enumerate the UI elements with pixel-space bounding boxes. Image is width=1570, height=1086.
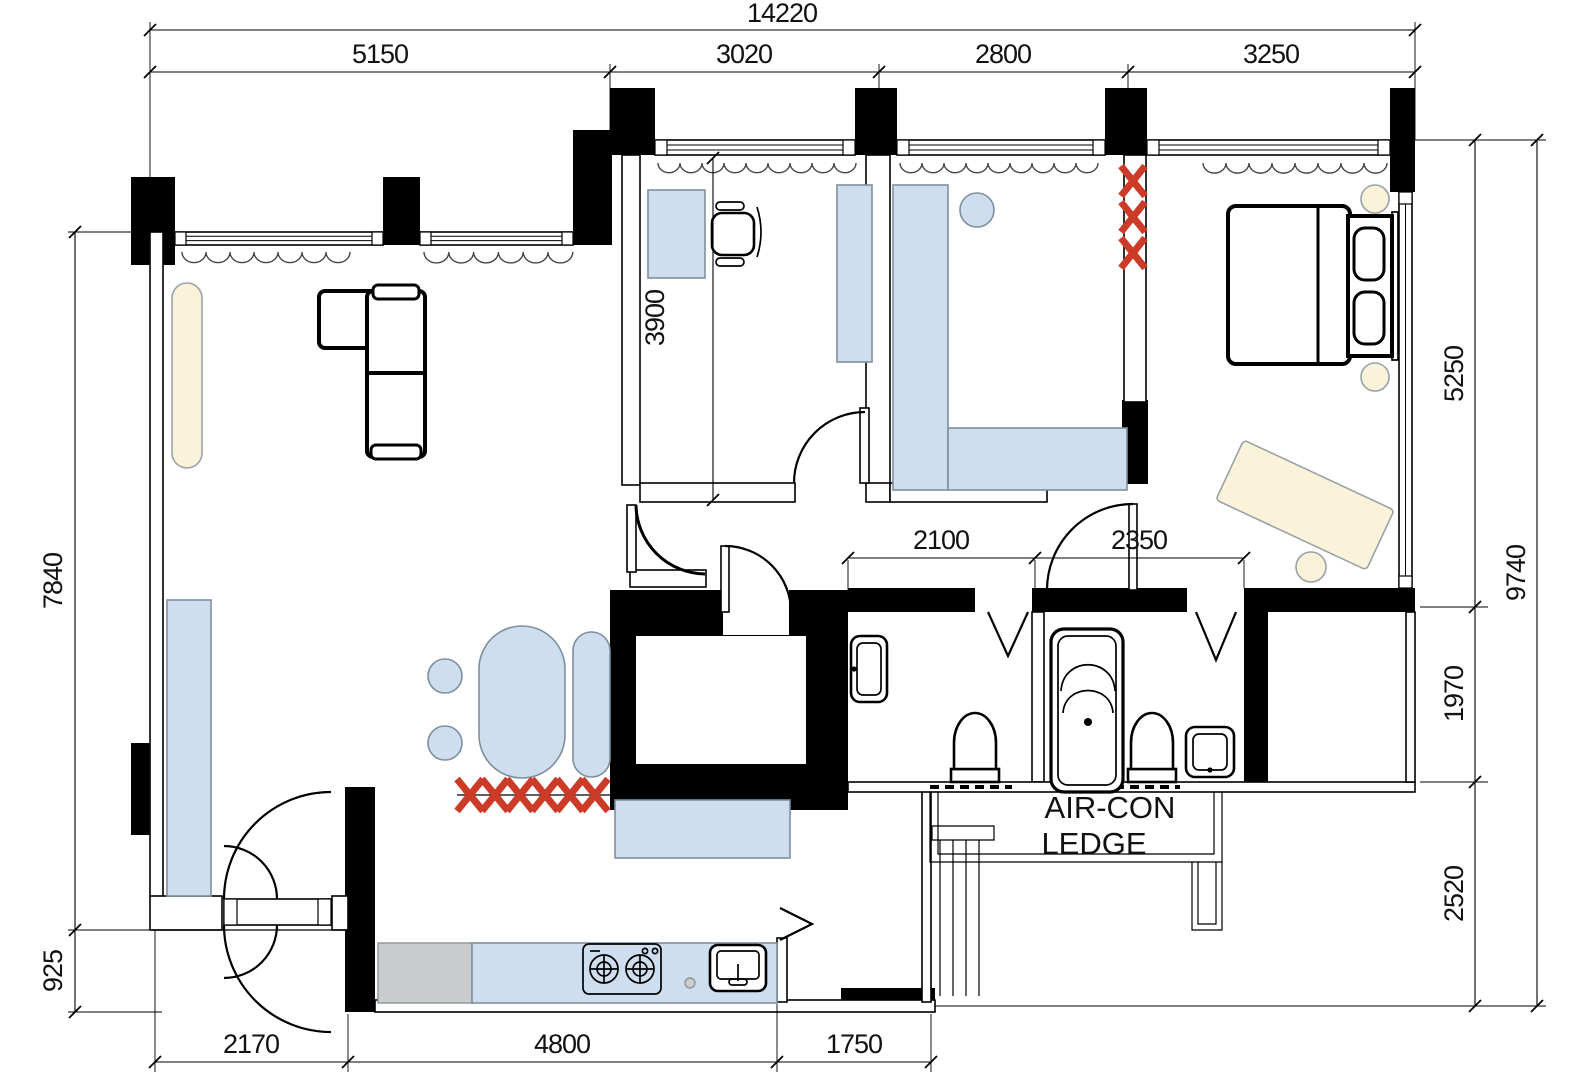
- curtain-icon: [423, 251, 574, 264]
- dim-bottom-left: 2170: [223, 1029, 279, 1059]
- window-study: [654, 139, 856, 156]
- furniture: [166, 184, 1399, 1004]
- dim-right-bedroom: 5250: [1439, 346, 1469, 402]
- toilet-icon: [949, 711, 1001, 784]
- partition-walls: [149, 154, 1416, 1013]
- dining-table: [478, 625, 566, 779]
- dim-right-total: 9740: [1501, 545, 1531, 601]
- fridge: [377, 942, 473, 1004]
- kitchen-sink-icon: [708, 943, 768, 993]
- dim-seg3: 2800: [975, 39, 1031, 69]
- double-bed-icon: [1226, 204, 1399, 366]
- bathtub-icon: [1049, 627, 1125, 794]
- window-living-2: [419, 231, 574, 246]
- window-master: [1146, 139, 1391, 156]
- dining-bench: [572, 631, 611, 778]
- wardrobe: [836, 184, 873, 363]
- dining-chair: [427, 725, 463, 761]
- ladder-bracket: [931, 825, 995, 841]
- toilet-icon: [1126, 711, 1178, 784]
- structural-walls: [131, 88, 1415, 1012]
- gas-stove-icon: [582, 943, 662, 995]
- rug: [1216, 440, 1394, 570]
- bathroom1-bifold-door: [986, 611, 1030, 659]
- entrance-door: [222, 790, 332, 1034]
- doors: [222, 407, 1238, 1034]
- curtain-icon: [1202, 162, 1388, 174]
- wash-basin-icon: [849, 634, 889, 704]
- window-master-east: [1398, 191, 1413, 589]
- wardrobe: [892, 184, 949, 491]
- aircon-ledge-label-line2: LEDGE: [1041, 826, 1146, 861]
- study-room: [647, 184, 873, 363]
- wardrobe: [947, 427, 1128, 491]
- dim-total-width: 14220: [747, 0, 817, 28]
- curtain-icon: [657, 162, 857, 174]
- master-door: [1045, 502, 1138, 591]
- wash-basin-icon: [1184, 725, 1236, 779]
- window-living-1: [174, 231, 384, 246]
- kitchen-counter: [614, 799, 791, 859]
- shelter-door: [720, 544, 793, 613]
- dim-seg1: 5150: [352, 39, 408, 69]
- study-door: [792, 407, 870, 484]
- stool: [959, 192, 995, 228]
- aircon-ledge: [929, 792, 1223, 996]
- desk: [647, 189, 706, 279]
- dim-bottom-right: 1750: [826, 1029, 882, 1059]
- sofa-icon: [317, 283, 427, 461]
- dim-right-ledge: 2520: [1439, 866, 1469, 922]
- demolition-marks: [454, 163, 1148, 814]
- bathroom2: [1049, 627, 1236, 794]
- dim-bottom-mid: 4800: [534, 1029, 590, 1059]
- window-bedroom3: [896, 139, 1106, 156]
- kitchen: [377, 799, 791, 1004]
- curtain-icon: [181, 251, 351, 264]
- corridor-door: [626, 504, 706, 576]
- dim-seg4: 3250: [1243, 39, 1299, 69]
- windows: [174, 139, 1413, 589]
- demolish-wall-x-icon: [454, 776, 611, 814]
- bedside-lamp: [1360, 362, 1390, 392]
- pouf: [1295, 551, 1327, 583]
- dim-bath1-width: 2100: [913, 525, 969, 555]
- bedroom3: [892, 184, 1128, 491]
- office-chair-icon: [710, 201, 762, 267]
- dim-left-entry: 925: [38, 950, 68, 992]
- master-bedroom: [1216, 184, 1399, 583]
- dim-right-bath: 1970: [1439, 666, 1469, 722]
- dining-set: [427, 625, 611, 779]
- bedside-lamp: [1360, 184, 1390, 214]
- dim-seg2: 3020: [716, 39, 772, 69]
- dim-bath2-width: 2350: [1111, 525, 1167, 555]
- tall-cabinet: [171, 282, 203, 469]
- service-window-arrow: [779, 907, 815, 941]
- dimensions: 14220 5150 3020 2800 3250 7840 925 5250 …: [38, 0, 1546, 1072]
- drain-point: [684, 977, 696, 989]
- dim-study-depth: 3900: [640, 290, 670, 346]
- demolish-wall-x-icon: [1118, 163, 1148, 271]
- service-ladder-icon: [939, 840, 980, 996]
- dining-chair: [427, 658, 463, 694]
- dimension-ticks: [68, 23, 1544, 1069]
- curtain-icon: [899, 162, 1099, 174]
- bathroom1: [849, 634, 1001, 784]
- aircon-ledge-label-line1: AIR-CON: [1045, 790, 1176, 825]
- dim-left-main: 7840: [38, 553, 68, 609]
- bathroom2-bifold-door: [1194, 611, 1238, 663]
- labels: AIR-CON LEDGE: [1041, 790, 1175, 861]
- tv-console: [166, 599, 212, 897]
